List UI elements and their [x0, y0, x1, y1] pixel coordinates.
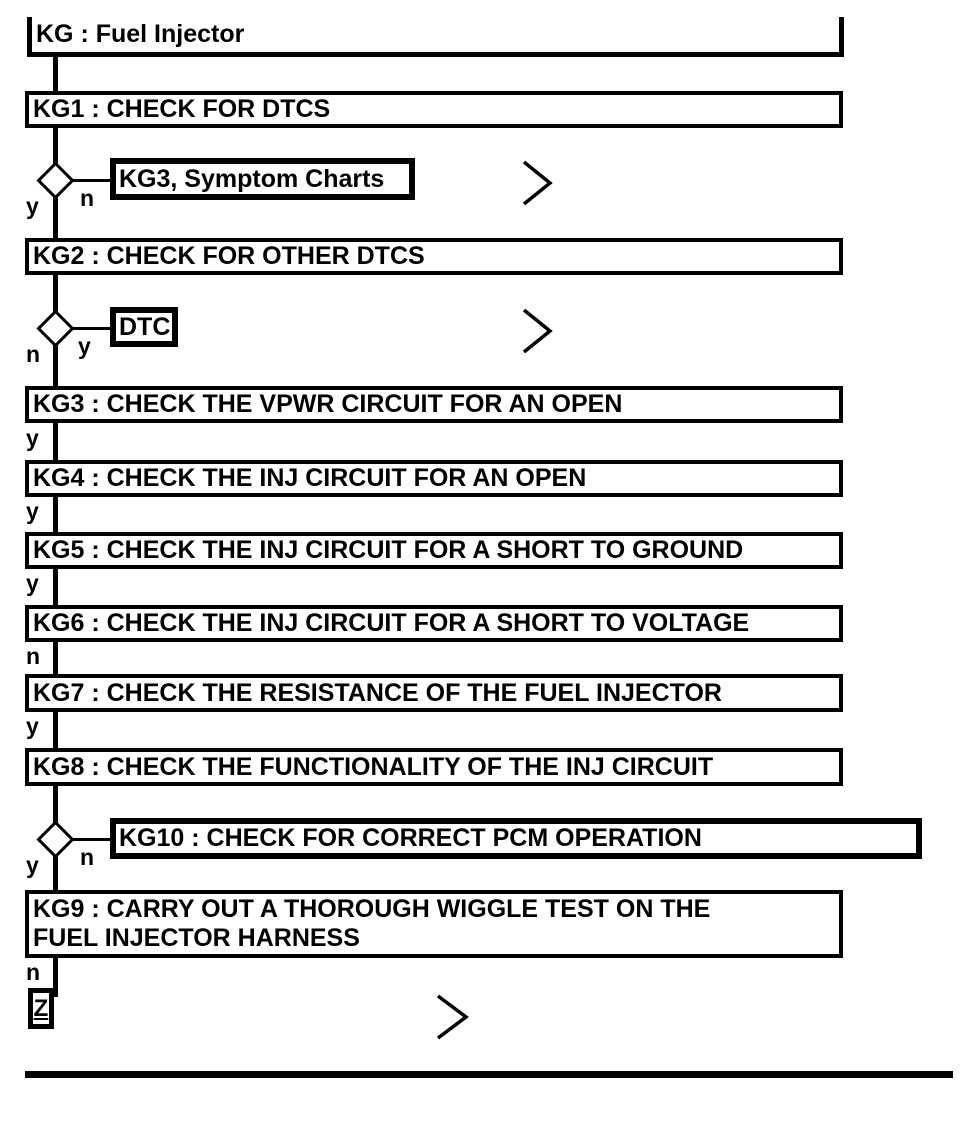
process-box-kg7-label: KG7 : CHECK THE RESISTANCE OF THE FUEL I…: [33, 678, 722, 707]
edge-label-kg7-out: y: [26, 713, 39, 739]
process-box-kg8-label: KG8 : CHECK THE FUNCTIONALITY OF THE INJ…: [33, 752, 714, 781]
bottom-separator-line: [25, 1071, 953, 1078]
process-box-kg2: KG2 : CHECK FOR OTHER DTCS: [25, 238, 843, 275]
edge-label-kg4-out: y: [26, 498, 39, 524]
continuation-chevron-icon-3: [436, 994, 469, 1040]
decision-diamond-1: [36, 161, 75, 200]
branch-box-dtc-label: DTC: [119, 312, 171, 341]
process-box-kg5-label: KG5 : CHECK THE INJ CIRCUIT FOR A SHORT …: [33, 536, 744, 564]
process-box-kg6: KG6 : CHECK THE INJ CIRCUIT FOR A SHORT …: [25, 605, 843, 642]
decision-1-branch-label: n: [80, 185, 95, 211]
process-box-kg1-label: KG1 : CHECK FOR DTCS: [33, 95, 331, 123]
process-box-kg3-label: KG3 : CHECK THE VPWR CIRCUIT FOR AN OPEN: [33, 390, 623, 418]
title-bracket: KG : Fuel Injector: [27, 17, 844, 57]
decision-2-branch-label: y: [78, 333, 91, 359]
decision-1-down-label: y: [26, 193, 39, 219]
process-box-kg7: KG7 : CHECK THE RESISTANCE OF THE FUEL I…: [25, 674, 843, 712]
process-box-kg3: KG3 : CHECK THE VPWR CIRCUIT FOR AN OPEN: [25, 386, 843, 423]
process-box-kg9-line1: KG9 : CARRY OUT A THOROUGH WIGGLE TEST O…: [33, 895, 711, 923]
decision-diamond-3: [36, 820, 75, 859]
edge-label-kg5-out: y: [26, 570, 39, 596]
process-box-kg4-label: KG4 : CHECK THE INJ CIRCUIT FOR AN OPEN: [33, 464, 587, 492]
process-box-kg1: KG1 : CHECK FOR DTCS: [25, 91, 843, 128]
process-box-kg2-label: KG2 : CHECK FOR OTHER DTCS: [33, 242, 425, 270]
branch-box-kg3-symptom-charts-label: KG3, Symptom Charts: [119, 164, 385, 193]
edge-label-kg6-out: n: [26, 643, 41, 669]
decision-2-down-label: n: [26, 341, 41, 367]
decision-2-branch-connector: [72, 327, 112, 330]
decision-3-down-label: y: [26, 852, 39, 878]
process-box-kg8: KG8 : CHECK THE FUNCTIONALITY OF THE INJ…: [25, 748, 843, 786]
continuation-chevron-icon-2: [522, 308, 553, 354]
decision-1-branch-connector: [72, 179, 112, 182]
decision-diamond-2: [36, 309, 75, 348]
edge-label-kg3-out: y: [26, 425, 39, 451]
branch-box-kg10-label: KG10 : CHECK FOR CORRECT PCM OPERATION: [119, 824, 702, 852]
branch-box-kg3-symptom-charts: KG3, Symptom Charts: [110, 158, 415, 200]
branch-box-dtc: DTC: [110, 307, 178, 347]
page-title: KG : Fuel Injector: [36, 20, 245, 48]
process-box-kg5: KG5 : CHECK THE INJ CIRCUIT FOR A SHORT …: [25, 532, 843, 569]
decision-3-branch-label: n: [80, 844, 95, 870]
branch-box-kg10: KG10 : CHECK FOR CORRECT PCM OPERATION: [110, 818, 922, 859]
edge-label-kg9-out: n: [26, 959, 41, 985]
decision-3-branch-connector: [72, 838, 112, 841]
flow-trunk-line: [53, 54, 58, 997]
process-box-kg9-line2: FUEL INJECTOR HARNESS: [33, 924, 360, 952]
terminal-z-label: Z: [33, 994, 49, 1022]
process-box-kg6-label: KG6 : CHECK THE INJ CIRCUIT FOR A SHORT …: [33, 609, 750, 637]
process-box-kg4: KG4 : CHECK THE INJ CIRCUIT FOR AN OPEN: [25, 460, 843, 497]
continuation-chevron-icon-1: [522, 160, 553, 206]
process-box-kg9-label: KG9 : CARRY OUT A THOROUGH WIGGLE TEST O…: [29, 894, 710, 953]
process-box-kg9: KG9 : CARRY OUT A THOROUGH WIGGLE TEST O…: [25, 890, 843, 958]
terminal-z-box: Z: [28, 988, 54, 1029]
